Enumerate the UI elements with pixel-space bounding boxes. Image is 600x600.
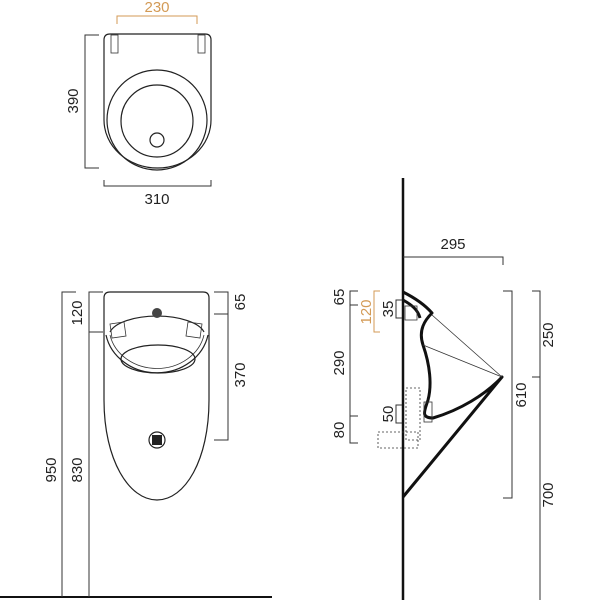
dim-120-side-line bbox=[373, 290, 380, 333]
dim-950-label: 950 bbox=[43, 457, 60, 482]
dim-65-290-80-line bbox=[349, 290, 358, 444]
inlet-icon bbox=[152, 308, 162, 318]
top-view-bracket-right bbox=[197, 34, 206, 54]
front-view-basin bbox=[120, 344, 196, 374]
front-view-bracket-right bbox=[185, 321, 203, 339]
top-view-body bbox=[103, 33, 212, 169]
dim-250-700-line bbox=[532, 290, 541, 600]
outlet-fitting bbox=[423, 401, 433, 423]
dim-65-side-label: 65 bbox=[331, 289, 348, 306]
dim-700-label: 700 bbox=[540, 482, 557, 507]
dim-35-line bbox=[395, 299, 402, 319]
dim-830-label: 830 bbox=[69, 457, 86, 482]
dim-950-line bbox=[61, 291, 76, 597]
dim-370-label: 370 bbox=[232, 362, 249, 387]
top-view-bracket-left bbox=[110, 34, 119, 54]
profile-line-1 bbox=[431, 314, 503, 378]
top-view: 230 390 310 bbox=[65, 0, 212, 208]
dim-310-label: 310 bbox=[144, 191, 169, 208]
dim-610-line bbox=[503, 290, 513, 499]
dim-35-label: 35 bbox=[380, 301, 397, 318]
trap-dashed bbox=[405, 387, 421, 441]
dim-50-line bbox=[395, 404, 402, 424]
top-view-outer-bowl bbox=[106, 69, 208, 171]
dim-120-830-line bbox=[88, 291, 103, 597]
outlet-square-icon bbox=[152, 435, 162, 445]
dim-290-label: 290 bbox=[331, 350, 348, 375]
side-view: 295 610 250 700 65 290 80 120 35 50 bbox=[331, 178, 557, 600]
front-view: 950 120 830 65 370 bbox=[0, 291, 272, 598]
dim-250-label: 250 bbox=[540, 322, 557, 347]
inlet-fitting bbox=[404, 305, 418, 321]
dim-390-label: 390 bbox=[65, 88, 82, 113]
dim-50-label: 50 bbox=[380, 406, 397, 423]
front-view-rim-inner bbox=[109, 334, 205, 369]
dim-295-label: 295 bbox=[440, 236, 465, 253]
top-view-inner-bowl bbox=[120, 84, 194, 158]
dim-80-label: 80 bbox=[331, 422, 348, 439]
dim-390-line bbox=[84, 34, 99, 169]
dim-230-label: 230 bbox=[144, 0, 169, 16]
front-view-bracket-left bbox=[109, 321, 127, 339]
dim-310-line bbox=[103, 180, 212, 187]
dim-65-370-line bbox=[214, 291, 229, 441]
dim-65-label: 65 bbox=[232, 294, 249, 311]
urinal-profile bbox=[401, 290, 504, 498]
outlet-circle bbox=[148, 431, 166, 449]
top-view-drain bbox=[149, 132, 165, 148]
front-view-body bbox=[103, 291, 210, 501]
dim-230-line bbox=[116, 15, 198, 24]
profile-line-2 bbox=[422, 344, 503, 378]
waste-pipe-dashed bbox=[377, 431, 419, 449]
dim-120-label: 120 bbox=[69, 300, 86, 325]
dim-120-side-label: 120 bbox=[358, 299, 375, 324]
urinal-lip bbox=[402, 298, 422, 319]
dim-610-label: 610 bbox=[513, 382, 530, 407]
dim-295-line bbox=[403, 256, 504, 265]
